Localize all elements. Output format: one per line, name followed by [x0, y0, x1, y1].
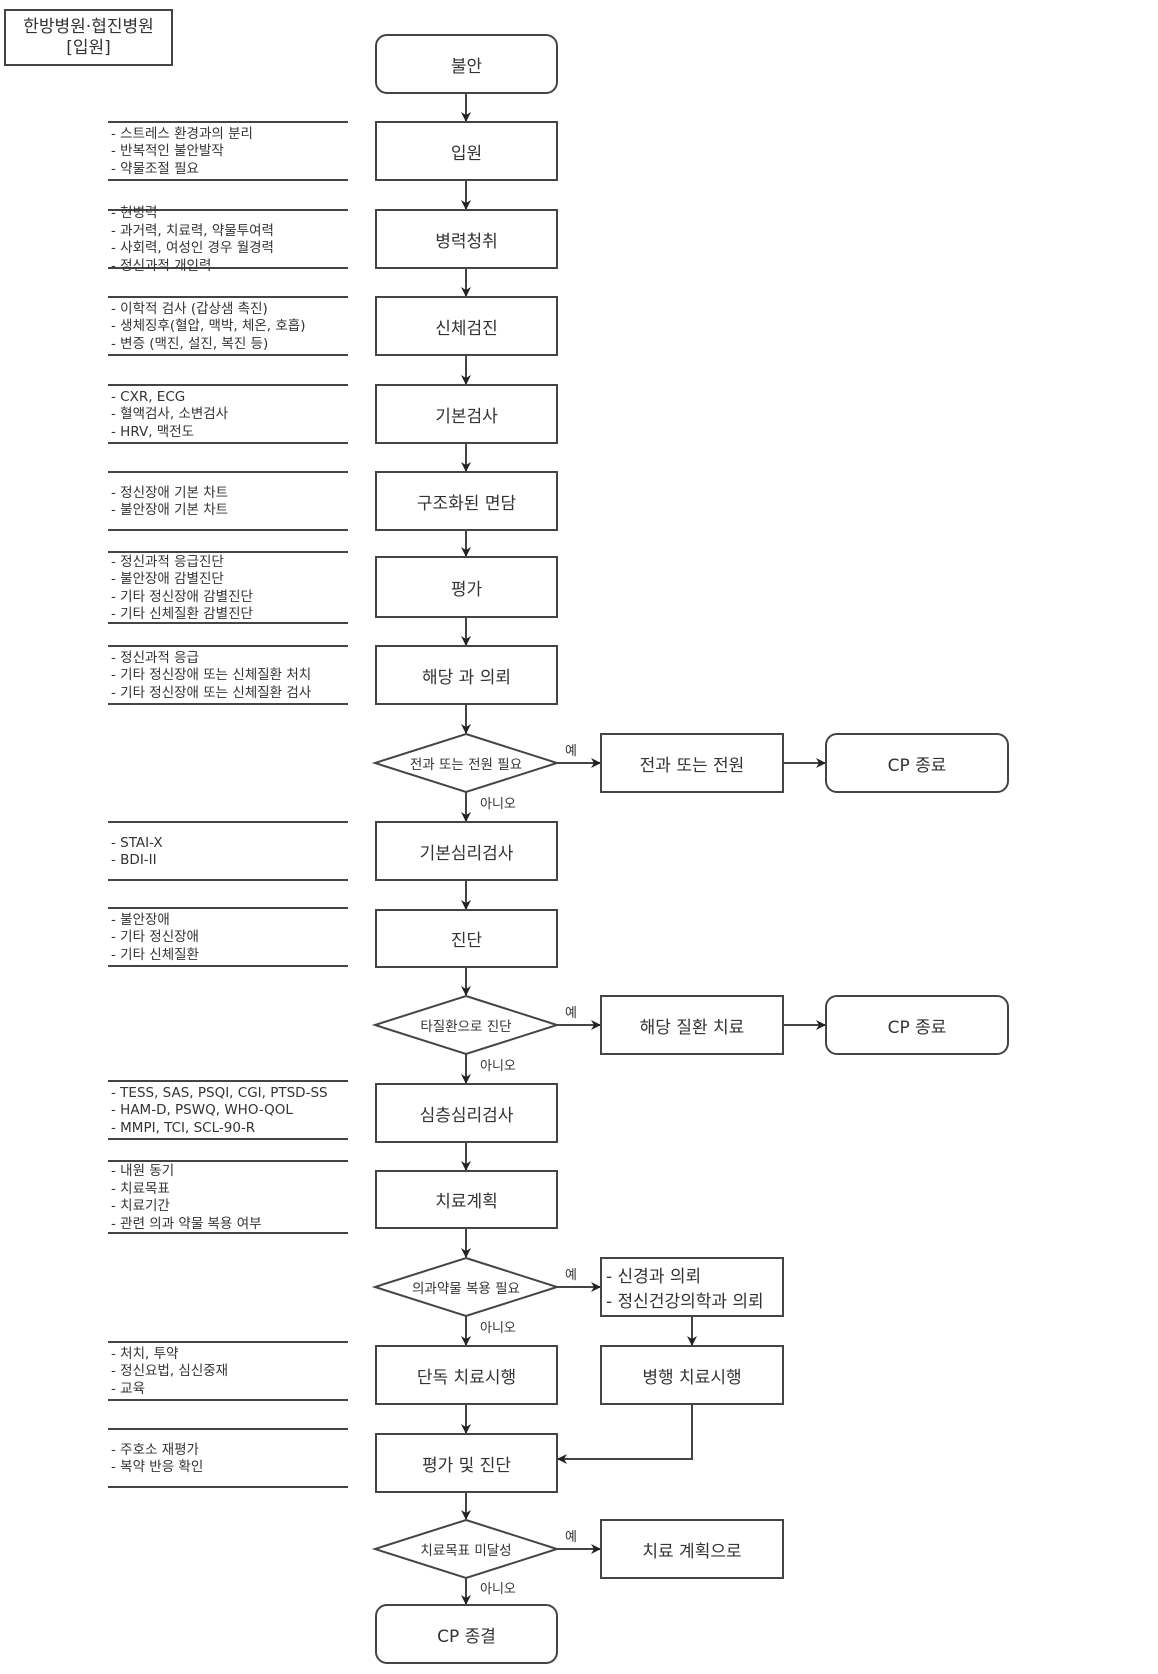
decision-medication-label: 의과약물 복용 필요 — [412, 1281, 520, 1297]
node-diagnosis[interactable]: 진단 — [375, 909, 558, 968]
node-admission[interactable]: 입원 — [375, 121, 558, 181]
note-item: - 스트레스 환경과의 분리 — [111, 125, 253, 142]
decision-goal-shape — [371, 1518, 561, 1580]
note-item: - 정신과적 개인력 — [111, 257, 212, 274]
note-item: - 치료목표 — [111, 1180, 170, 1197]
note-item: - 불안장애 — [111, 911, 170, 928]
node-referral-departments[interactable]: - 신경과 의뢰 - 정신건강의학과 의뢰 — [600, 1257, 784, 1317]
label-yes-2: 예 — [565, 1006, 577, 1021]
label-yes-4: 예 — [565, 1530, 577, 1545]
node-cp-end-2[interactable]: CP 종료 — [825, 995, 1009, 1055]
arrow-combined-evaldiag — [557, 1404, 693, 1464]
note-item: - CXR, ECG — [111, 388, 186, 405]
note-item: - 기타 정신장애 감별진단 — [111, 588, 253, 605]
note-basic-psych-test: - STAI-X - BDI-II — [108, 821, 348, 881]
setting-title: 한방병원·협진병원 — [23, 16, 154, 37]
node-other-disease-treatment[interactable]: 해당 질환 치료 — [600, 995, 784, 1055]
note-item: - 불안장애 감별진단 — [111, 571, 224, 587]
decision-goal-label: 치료목표 미달성 — [420, 1543, 512, 1559]
note-eval-diagnosis: - 주호소 재평가 - 복약 반응 확인 — [108, 1428, 348, 1488]
note-item: - 불안장애 기본 차트 — [111, 502, 229, 518]
note-item: - 혈액검사, 소변검사 — [111, 406, 229, 423]
note-referral: - 정신과적 응급 - 기타 정신장애 또는 신체질환 처치 - 기타 정신장애… — [108, 645, 348, 705]
note-basic-tests: - CXR, ECG - 혈액검사, 소변검사 - HRV, 맥전도 — [108, 384, 348, 444]
setting-subtitle: [입원] — [66, 37, 111, 58]
note-deep-psych-test: - TESS, SAS, PSQI, CGI, PTSD-SS - HAM-D,… — [108, 1080, 348, 1140]
note-item: - HRV, 맥전도 — [111, 423, 195, 440]
note-item: - 변증 (맥진, 설진, 복진 등) — [111, 335, 269, 352]
note-item: - 과거력, 치료력, 약물투여력 — [111, 222, 274, 239]
node-cp-end-1[interactable]: CP 종료 — [825, 733, 1009, 793]
note-solo-treatment: - 처치, 투약 - 정신요법, 심신중재 - 교육 — [108, 1341, 348, 1401]
note-item: - 정신장애 기본 차트 — [111, 484, 229, 501]
note-item: - BDI-II — [111, 852, 157, 868]
label-yes-1: 예 — [565, 744, 577, 759]
note-item: - 정신과적 응급 — [111, 649, 199, 666]
note-item: - 치료기간 — [111, 1198, 170, 1214]
note-physical-exam: - 이학적 검사 (갑상샘 촉진) - 생체징후(혈압, 맥박, 체온, 호흡)… — [108, 296, 348, 356]
node-treatment-plan[interactable]: 치료계획 — [375, 1170, 558, 1229]
decision-transfer-label: 전과 또는 전원 필요 — [409, 757, 523, 773]
note-item: - 교육 — [111, 1380, 146, 1397]
note-treatment-plan: - 내원 동기 - 치료목표 - 치료기간 - 관련 의과 약물 복용 여부 — [108, 1160, 348, 1234]
referral-neurology: - 신경과 의뢰 — [606, 1267, 702, 1287]
note-admission: - 스트레스 환경과의 분리 - 반복적인 불안발작 - 약물조절 필요 — [108, 121, 348, 181]
node-structured-interview[interactable]: 구조화된 면담 — [375, 471, 558, 531]
node-physical-exam[interactable]: 신체검진 — [375, 296, 558, 356]
note-item: - 정신과적 응급진단 — [111, 553, 224, 570]
note-item: - STAI-X — [111, 834, 163, 851]
node-back-to-plan[interactable]: 치료 계획으로 — [600, 1519, 784, 1579]
node-referral[interactable]: 해당 과 의뢰 — [375, 645, 558, 705]
node-transfer[interactable]: 전과 또는 전원 — [600, 733, 784, 793]
node-eval-diagnosis[interactable]: 평가 및 진단 — [375, 1433, 558, 1493]
node-start[interactable]: 불안 — [375, 34, 558, 94]
label-no-3: 아니오 — [480, 1321, 516, 1336]
note-item: - 기타 신체질환 감별진단 — [111, 606, 253, 622]
note-item: - 현병력 — [111, 205, 158, 221]
note-item: - 기타 신체질환 — [111, 946, 199, 963]
note-item: - TESS, SAS, PSQI, CGI, PTSD-SS — [111, 1084, 328, 1101]
note-item: - 내원 동기 — [111, 1163, 175, 1179]
decision-other-disease-label: 타질환으로 진단 — [420, 1019, 512, 1035]
note-item: - 주호소 재평가 — [111, 1441, 199, 1458]
decision-medication-shape — [371, 1256, 561, 1318]
node-solo-treatment[interactable]: 단독 치료시행 — [375, 1345, 558, 1405]
note-item: - 기타 정신장애 — [111, 929, 199, 946]
decision-other-disease-shape — [371, 994, 561, 1056]
note-item: - 이학적 검사 (갑상샘 촉진) — [111, 300, 268, 317]
note-item: - 관련 의과 약물 복용 여부 — [111, 1215, 262, 1232]
node-combined-treatment[interactable]: 병행 치료시행 — [600, 1345, 784, 1405]
note-item: - 복약 반응 확인 — [111, 1459, 204, 1475]
note-structured-interview: - 정신장애 기본 차트 - 불안장애 기본 차트 — [108, 471, 348, 531]
node-basic-tests[interactable]: 기본검사 — [375, 384, 558, 444]
note-item: - MMPI, TCI, SCL-90-R — [111, 1119, 256, 1136]
note-item: - 사회력, 여성인 경우 월경력 — [111, 240, 274, 256]
node-basic-psych-test[interactable]: 기본심리검사 — [375, 821, 558, 881]
decision-transfer-shape — [371, 732, 561, 794]
label-no-4: 아니오 — [480, 1582, 516, 1597]
setting-title-box: 한방병원·협진병원 [입원] — [4, 9, 173, 66]
note-item: - 기타 정신장애 또는 신체질환 검사 — [111, 684, 312, 701]
note-item: - HAM-D, PSWQ, WHO-QOL — [111, 1102, 293, 1119]
node-deep-psych-test[interactable]: 심층심리검사 — [375, 1083, 558, 1143]
node-history[interactable]: 병력청취 — [375, 209, 558, 269]
referral-psychiatry: - 정신건강의학과 의뢰 — [606, 1292, 764, 1312]
note-item: - 처치, 투약 — [111, 1345, 179, 1362]
note-evaluation: - 정신과적 응급진단 - 불안장애 감별진단 - 기타 정신장애 감별진단 -… — [108, 551, 348, 624]
note-item: - 반복적인 불안발작 — [111, 143, 224, 160]
label-yes-3: 예 — [565, 1268, 577, 1283]
label-no-2: 아니오 — [480, 1059, 516, 1074]
note-item: - 기타 정신장애 또는 신체질환 처치 — [111, 667, 312, 684]
note-item: - 약물조절 필요 — [111, 160, 199, 177]
note-history: - 현병력 - 과거력, 치료력, 약물투여력 - 사회력, 여성인 경우 월경… — [108, 205, 348, 274]
node-evaluation[interactable]: 평가 — [375, 556, 558, 618]
label-no-1: 아니오 — [480, 797, 516, 812]
note-item: - 정신요법, 심신중재 — [111, 1363, 229, 1380]
note-item: - 생체징후(혈압, 맥박, 체온, 호흡) — [111, 318, 306, 335]
note-diagnosis: - 불안장애 - 기타 정신장애 - 기타 신체질환 — [108, 907, 348, 967]
node-cp-close[interactable]: CP 종결 — [375, 1604, 558, 1664]
